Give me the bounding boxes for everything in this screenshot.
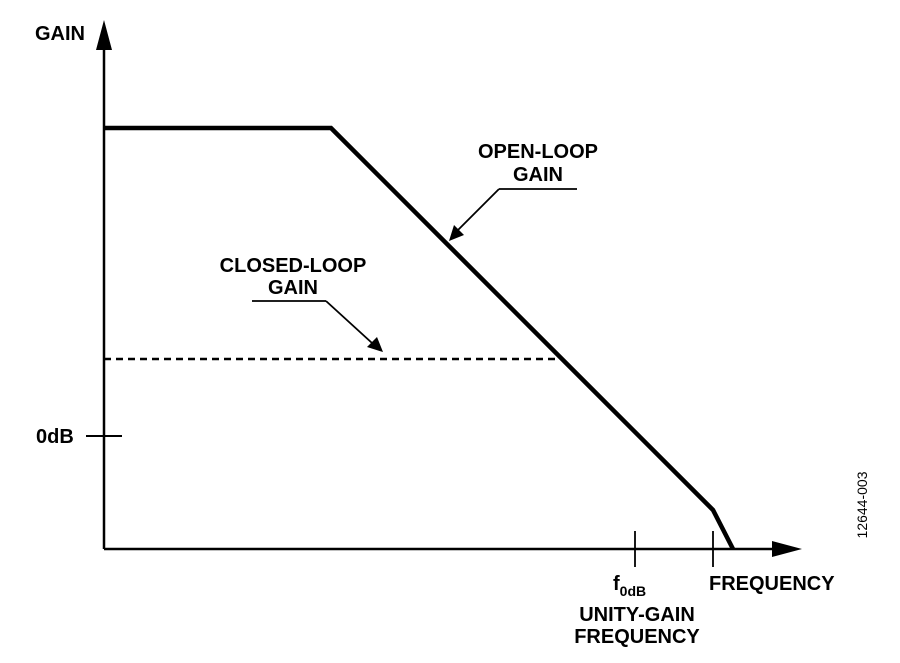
x-axis-label: FREQUENCY (709, 573, 835, 595)
zero-db-label: 0dB (36, 426, 74, 448)
f0db-subscript: 0dB (620, 583, 646, 599)
figure-id: 12644-003 (854, 471, 870, 538)
closed-loop-leader-diagonal (325, 300, 373, 344)
f0db-label: f0dB (613, 573, 646, 599)
closed-loop-arrowhead (367, 337, 383, 352)
unity-gain-label-line2: FREQUENCY (574, 626, 700, 648)
unity-gain-label-line1: UNITY-GAIN (579, 604, 695, 626)
open-loop-label-line1: OPEN-LOOP (478, 141, 598, 163)
f0db-main: f (613, 573, 620, 595)
open-loop-label-line2: GAIN (513, 164, 563, 186)
closed-loop-label-line1: CLOSED-LOOP (220, 255, 367, 277)
x-axis-arrowhead (772, 541, 802, 557)
y-axis-arrowhead (96, 20, 112, 50)
open-loop-gain-curve (104, 125, 736, 551)
open-loop-arrowhead (449, 225, 464, 241)
open-loop-leader-diagonal (457, 188, 500, 231)
y-axis-label: GAIN (35, 23, 85, 45)
closed-loop-label-line2: GAIN (268, 277, 318, 299)
